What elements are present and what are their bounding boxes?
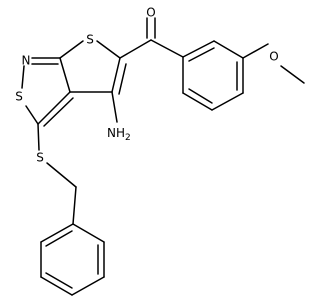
bond-c2-carbonyl (119, 39, 152, 59)
bond-ph-a (72, 223, 105, 243)
sulfur-isothiazole-label: S (15, 90, 23, 104)
nitrogen-ring-label: N (22, 54, 31, 68)
bond-ar-a (182, 40, 215, 58)
bond-c6a-s1 (59, 40, 84, 59)
bond-ph-d-double (45, 272, 73, 289)
bond-c2-c3-double (118, 63, 127, 95)
bond-s-c3i (25, 105, 39, 125)
amino-subscript-text: 2 (125, 133, 131, 143)
bond-ph-c (71, 276, 105, 296)
bond-s1-c2 (96, 40, 121, 59)
bonds (21, 17, 305, 296)
amino-group-label: NH2 (107, 126, 131, 143)
bond-ar-e-double (188, 88, 213, 104)
bond-ar-d (211, 92, 244, 111)
bond-c3a-c6a (59, 57, 71, 93)
bond-carbonyl-ar (150, 39, 184, 58)
bond-ph-f (40, 223, 74, 243)
bond-ar-e (182, 92, 213, 111)
bond-c3-nh2 (111, 91, 118, 123)
sulfur-thiophene-label: S (86, 33, 94, 47)
bond-sthio-ch2 (46, 162, 77, 188)
bond-n-s (21, 65, 25, 89)
bond-c3i-c3a (37, 91, 71, 125)
amino-nh-text: NH (107, 126, 125, 140)
atom-labels: O S N S NH2 S O (15, 6, 279, 165)
bond-ar-omethoxy (242, 43, 269, 59)
bond-c3i-c3a-double (43, 97, 74, 127)
bond-ch2-ph (72, 186, 77, 225)
bond-c2-c3 (111, 57, 121, 93)
oxygen-methoxy-label: O (269, 50, 278, 64)
bond-ar-a-double (188, 47, 215, 62)
sulfur-thioether-label: S (36, 151, 44, 165)
bond-ar-b (213, 40, 244, 59)
oxygen-carbonyl-label: O (146, 6, 155, 20)
bond-omethoxy-ch3 (280, 65, 305, 84)
bond-ph-d (40, 276, 73, 296)
bond-c3i-sthio (37, 123, 40, 151)
bond-ph-f-double (45, 230, 73, 247)
